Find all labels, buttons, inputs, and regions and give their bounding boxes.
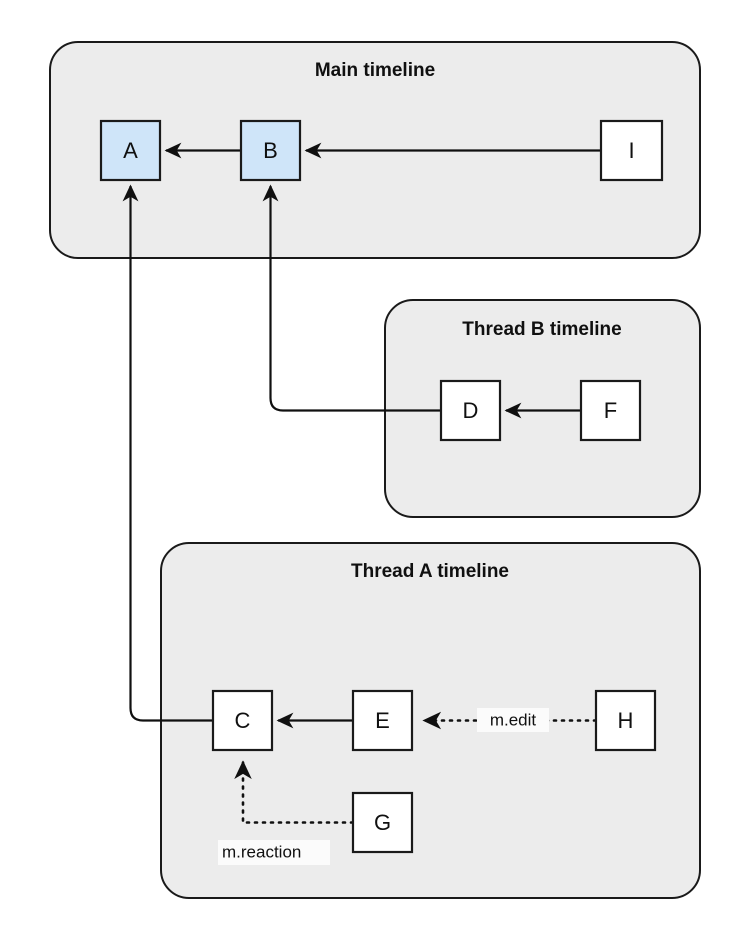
group-title-thread-a: Thread A timeline	[351, 561, 509, 582]
node-f[interactable]: F	[579, 379, 642, 442]
node-box-f[interactable]	[579, 379, 642, 442]
node-box-c[interactable]	[211, 689, 274, 752]
node-h[interactable]: H	[594, 689, 657, 752]
edge-label-m-reaction-text: m.reaction	[222, 842, 301, 861]
node-box-h[interactable]	[594, 689, 657, 752]
node-box-e[interactable]	[351, 689, 414, 752]
node-i[interactable]: I	[599, 119, 664, 182]
node-label-h: H	[618, 708, 634, 733]
edge-c-to-a	[122, 184, 213, 722]
node-box-g[interactable]	[351, 791, 414, 854]
group-box-thread-b	[384, 299, 701, 518]
group-title-main: Main timeline	[315, 60, 435, 81]
node-a[interactable]: A	[99, 119, 162, 182]
node-label-f: F	[604, 398, 617, 423]
node-d[interactable]: D	[439, 379, 502, 442]
node-label-g: G	[374, 810, 391, 835]
node-label-e: E	[375, 708, 390, 733]
group-thread-b-timeline: Thread B timeline	[384, 299, 701, 518]
node-b[interactable]: B	[239, 119, 302, 182]
node-label-d: D	[463, 398, 479, 423]
edge-label-m-edit-bg	[477, 708, 549, 732]
edge-label-m-reaction-bg	[218, 840, 330, 865]
node-label-a: A	[123, 138, 138, 163]
node-label-b: B	[263, 138, 278, 163]
node-box-d[interactable]	[439, 379, 502, 442]
node-e[interactable]: E	[351, 689, 414, 752]
group-title-thread-b: Thread B timeline	[462, 319, 621, 340]
node-label-i: I	[628, 138, 634, 163]
node-c[interactable]: C	[211, 689, 274, 752]
node-g[interactable]: G	[351, 791, 414, 854]
node-box-a[interactable]	[99, 119, 162, 182]
edge-label-m-edit-text: m.edit	[490, 710, 537, 729]
node-box-i[interactable]	[599, 119, 664, 182]
node-label-c: C	[235, 708, 251, 733]
edge-label-m-edit: m.edit	[477, 708, 549, 732]
node-box-b[interactable]	[239, 119, 302, 182]
edge-d-to-b	[262, 184, 441, 412]
edge-label-m-reaction: m.reaction	[218, 840, 330, 865]
